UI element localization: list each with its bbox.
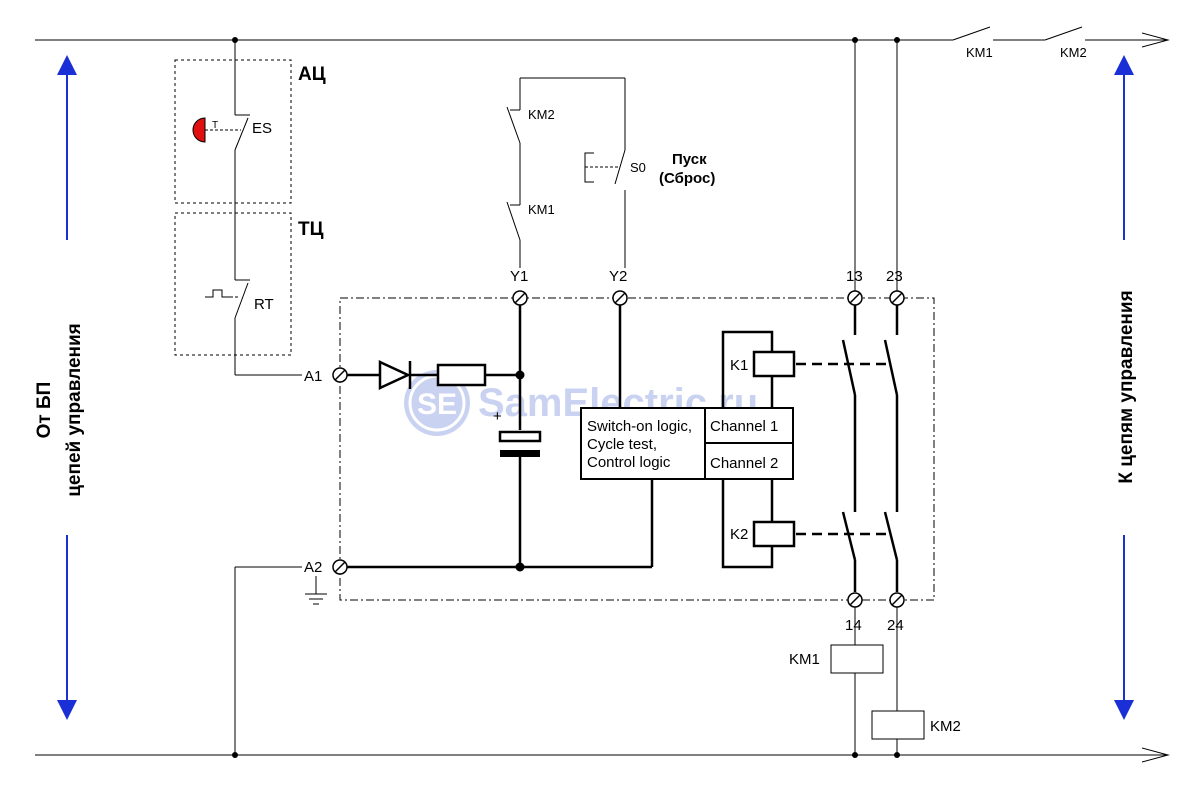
watermark-logo: SE [417,388,457,421]
relay-k1-label: K1 [730,357,748,374]
output-coil-wiring [830,607,925,755]
terminal-a2-label: A2 [304,559,322,576]
resistor-icon [436,363,487,387]
logic-line2: Cycle test, [587,436,657,453]
rt-label: RT [254,296,274,313]
diode-icon [378,360,412,390]
left-side-label: От БП цепей управления [34,323,85,497]
channel1-label: Channel 1 [710,418,778,435]
km2-top-label: KM2 [1060,45,1087,60]
s0-label: S0 [630,160,646,175]
logic-line3: Control logic [587,454,671,471]
top-rail-contacts [935,26,1095,41]
emergency-stop-icon [192,117,241,143]
km1-top-label: KM1 [966,45,993,60]
relay-frames [721,330,796,569]
safety-boxes [174,59,292,356]
output-contacts [841,305,899,592]
coil-km1-label: KM1 [789,651,820,668]
thermal-relay-icon [205,289,240,298]
screw-terminals [332,290,905,608]
terminal-feeds [854,40,898,292]
emergency-circuit-label: АЦ [298,64,326,85]
km1-feedback-label: KM1 [528,202,555,217]
terminal-13-label: 13 [846,268,863,285]
internal-wiring [347,305,654,569]
logic-line1: Switch-on logic, [587,418,692,435]
channel2-label: Channel 2 [710,455,778,472]
terminal-a1-label: A1 [304,368,322,385]
svg-text:цепей управления: цепей управления [64,323,85,497]
relay-k2-label: K2 [730,526,748,543]
t-mark: T [212,120,218,131]
input-chain [234,40,302,376]
es-label: ES [252,120,272,137]
svg-text:К цепям управления: К цепям управления [1116,290,1137,483]
terminal-y2-label: Y2 [609,268,627,285]
terminal-23-label: 23 [886,268,903,285]
right-side-label: К цепям управления [1116,290,1137,483]
coil-km2-label: KM2 [930,718,961,735]
feedback-chain [506,77,626,268]
svg-text:От БП: От БП [34,382,55,439]
capacitor-icon [498,430,542,457]
mechanical-links [796,362,890,536]
a2-wiring [234,566,327,755]
terminal-y1-label: Y1 [510,268,528,285]
terminal-14-label: 14 [845,617,862,634]
terminal-24-label: 24 [887,617,904,634]
start-label: Пуск [672,151,707,168]
km2-feedback-label: KM2 [528,107,555,122]
thermal-circuit-label: ТЦ [298,219,324,240]
capacitor-plus: + [493,408,502,425]
reset-label: (Сброс) [659,170,715,187]
